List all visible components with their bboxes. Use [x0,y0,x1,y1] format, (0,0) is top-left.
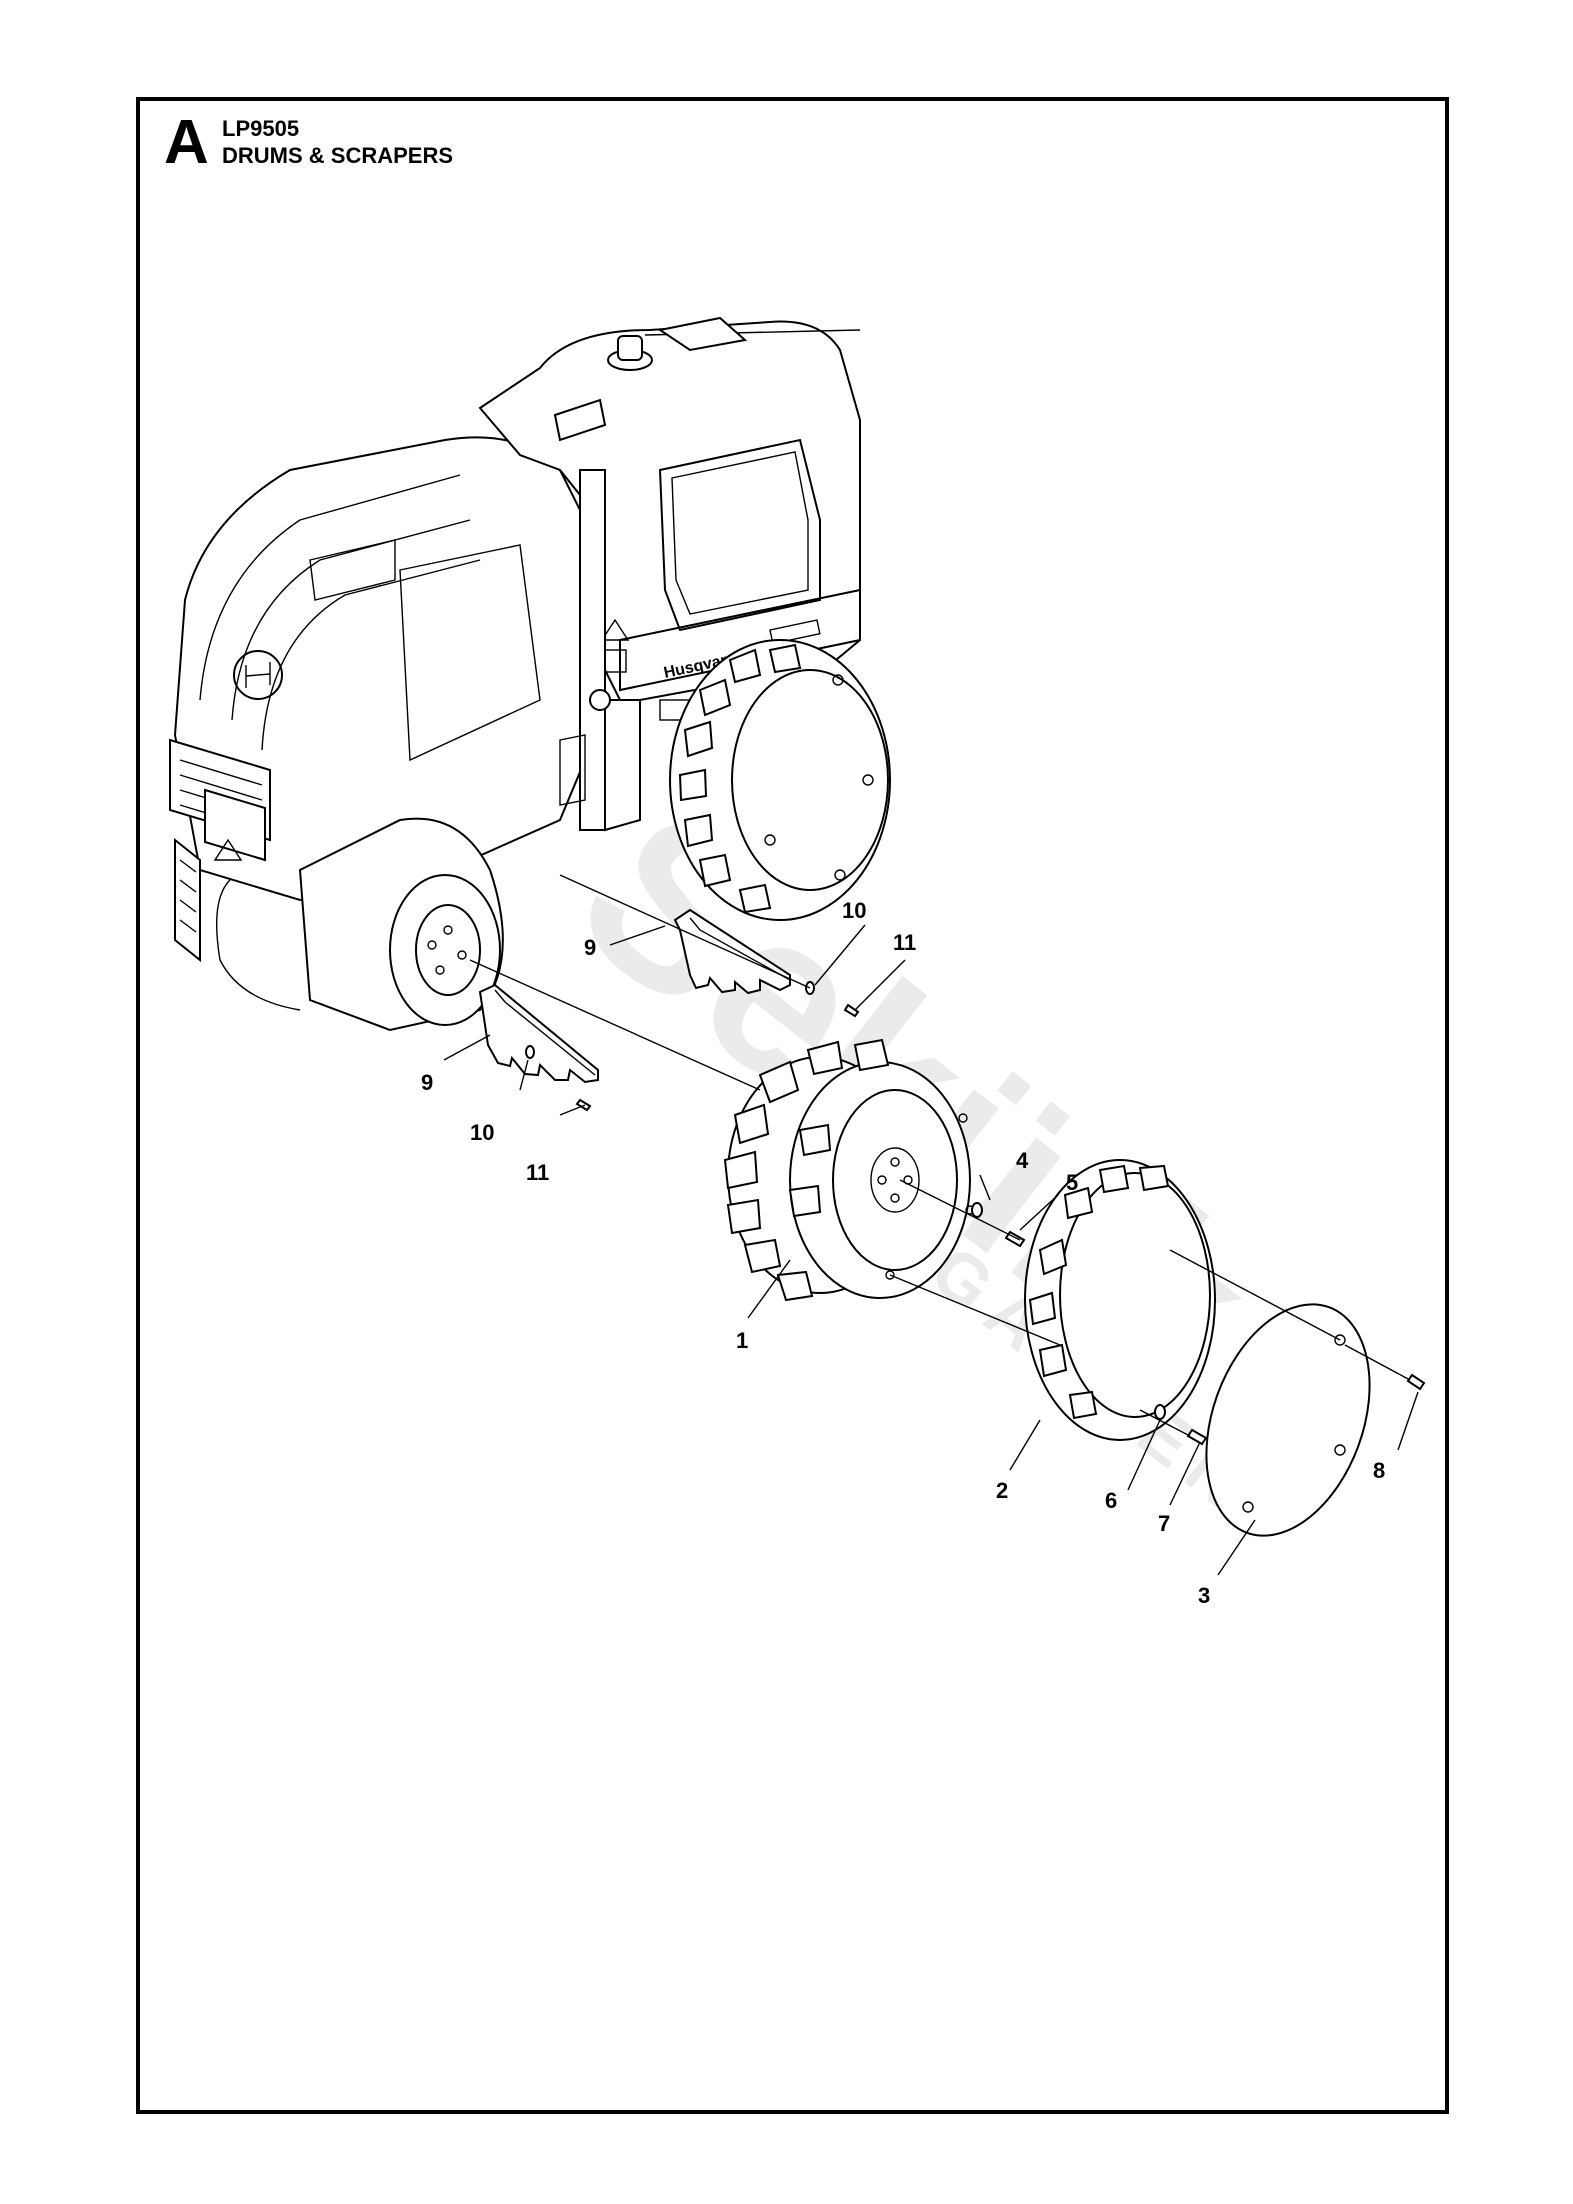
machine-front: Husqvarna [478,316,861,832]
front-drum-assembled [669,639,891,921]
section-letter: A [164,108,209,177]
diagram-title: DRUMS & SCRAPERS [222,143,454,168]
callout-11-upper: 11 [893,930,916,955]
page-frame [136,97,1449,2114]
callout-11-lower: 11 [526,1160,549,1185]
callout-5: 5 [1066,1170,1078,1195]
callout-9-lower: 9 [421,1070,433,1095]
rear-drum-on-machine [216,817,504,1032]
callout-8: 8 [1373,1458,1385,1483]
machine-body [169,436,586,963]
callout-10-upper: 10 [842,898,866,923]
explosion-lines [469,874,1411,1437]
leader-lines [443,924,1419,1576]
callout-4: 4 [1016,1148,1029,1173]
callout-7: 7 [1158,1511,1170,1536]
callout-1: 1 [736,1328,748,1353]
callouts: 1 2 3 4 5 6 7 8 9 9 10 10 11 11 [421,898,1385,1608]
callout-3: 3 [1198,1583,1210,1608]
drum-part-1 [723,1038,975,1302]
scraper-upper [673,908,791,995]
callout-2: 2 [996,1478,1008,1503]
ring-part-2 [1024,1159,1216,1441]
scraper-lower [478,983,599,1084]
callout-6: 6 [1105,1488,1117,1513]
callout-10-lower: 10 [470,1120,494,1145]
callout-9-upper: 9 [584,935,596,960]
model-number: LP9505 [222,116,300,141]
